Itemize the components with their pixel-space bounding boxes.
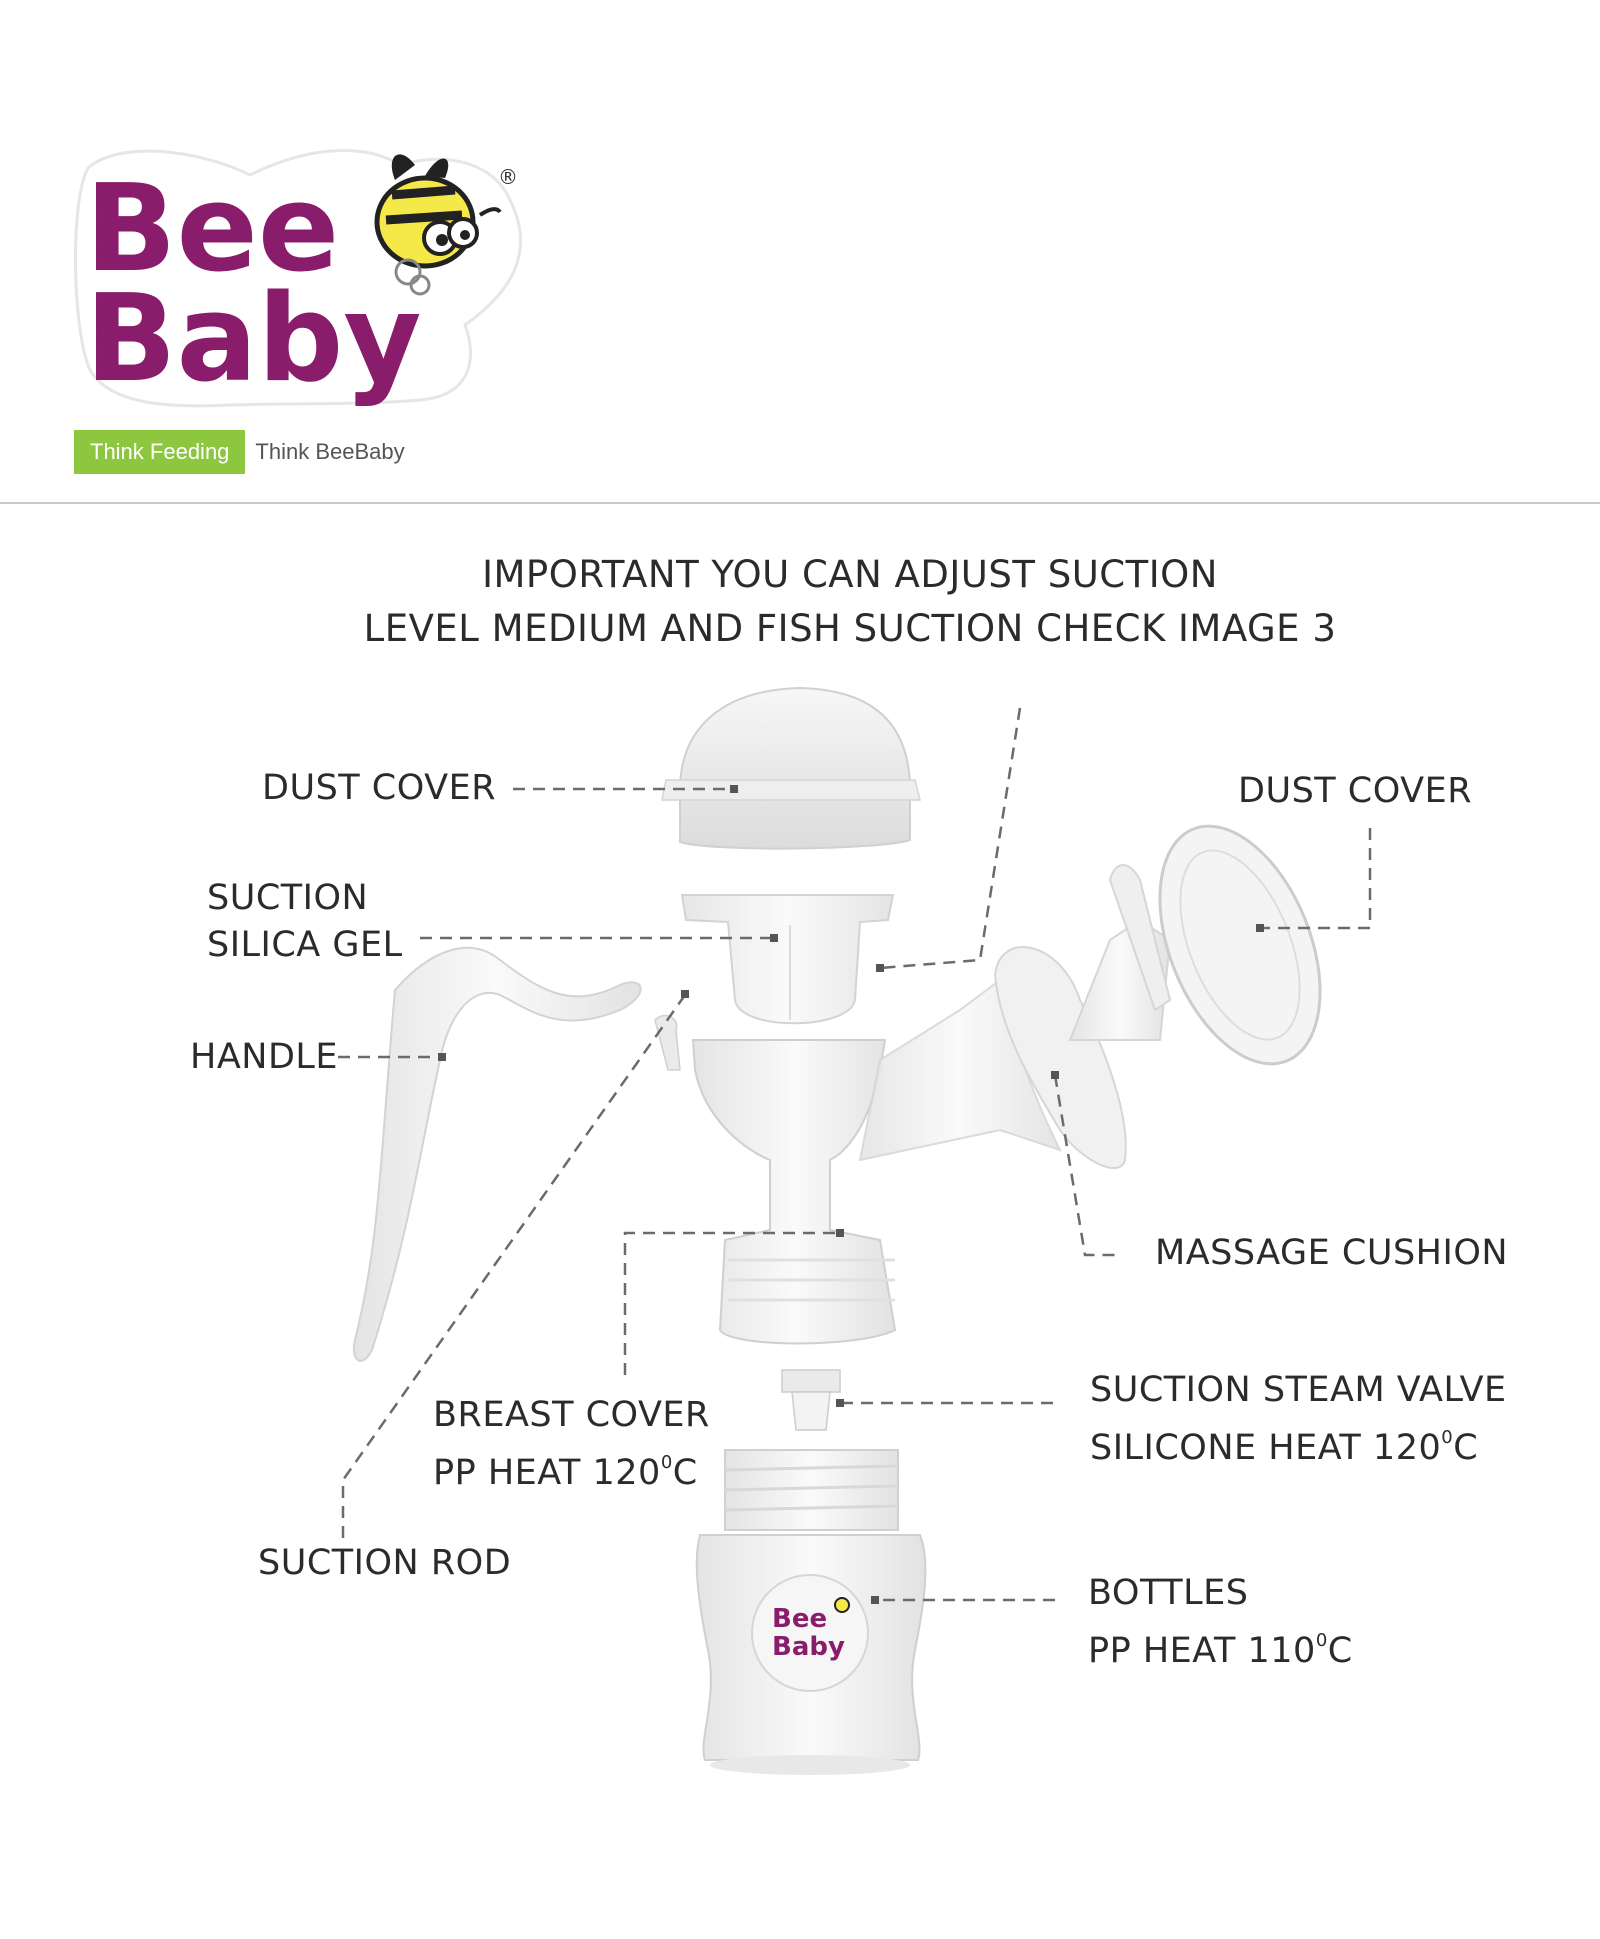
leader-dust-cover-right	[1260, 828, 1372, 930]
tagline-highlight: Think Feeding	[74, 430, 246, 474]
bottle-logo-bee: Bee	[772, 1604, 827, 1634]
dust-cover-disc	[1158, 824, 1322, 1066]
leader-upper	[879, 707, 1022, 970]
leader-lines	[338, 707, 1372, 1602]
suction-silica-gel-cup	[680, 894, 895, 1025]
bee-mascot-icon	[374, 154, 502, 296]
label-dust-cover-left: DUST COVER	[262, 768, 497, 808]
label-bottles: BOTTLES PP HEAT 1100C	[1088, 1573, 1353, 1671]
label-suction-steam-valve: SUCTION STEAM VALVE SILICONE HEAT 1200C	[1090, 1370, 1507, 1468]
label-breast-cover: BREAST COVER PP HEAT 1200C	[433, 1395, 710, 1493]
brand-tagline: Think Feeding Think BeeBaby	[74, 430, 415, 474]
registered-mark: ®	[498, 165, 518, 189]
breast-cover-body	[654, 978, 1062, 1345]
label-suction-rod: SUCTION ROD	[258, 1543, 512, 1583]
leader-massage-cushion	[1053, 1074, 1120, 1257]
dust-cover-dome	[661, 686, 921, 850]
header-divider	[0, 502, 1600, 504]
bottle-bee-icon	[834, 1597, 850, 1613]
leader-breast-cover	[623, 1231, 840, 1375]
brand-logo: Bee Baby ®	[73, 149, 523, 409]
tagline-rest: Think BeeBaby	[255, 439, 405, 464]
headline-line-2: LEVEL MEDIUM AND FISH SUCTION CHECK IMAG…	[363, 607, 1337, 650]
label-handle: HANDLE	[190, 1037, 339, 1077]
handle-part	[352, 946, 642, 1362]
headline-line-1: IMPORTANT YOU CAN ADJUST SUCTION	[482, 553, 1218, 596]
headline: IMPORTANT YOU CAN ADJUST SUCTION LEVEL M…	[0, 548, 1600, 656]
suction-steam-valve	[781, 1369, 841, 1431]
bottle-part: Bee Baby	[695, 1449, 927, 1775]
leader-end-markers	[438, 785, 1264, 1604]
label-massage-cushion: MASSAGE CUSHION	[1155, 1233, 1509, 1273]
label-dust-cover-right: DUST COVER	[1238, 771, 1473, 811]
bottle-logo-baby: Baby	[772, 1632, 845, 1662]
massage-cushion-funnel	[993, 864, 1172, 1170]
logo-text-baby: Baby	[85, 270, 422, 409]
logo-text-bee: Bee	[85, 160, 339, 299]
label-suction-silica-gel: SUCTION SILICA GEL	[207, 878, 403, 965]
